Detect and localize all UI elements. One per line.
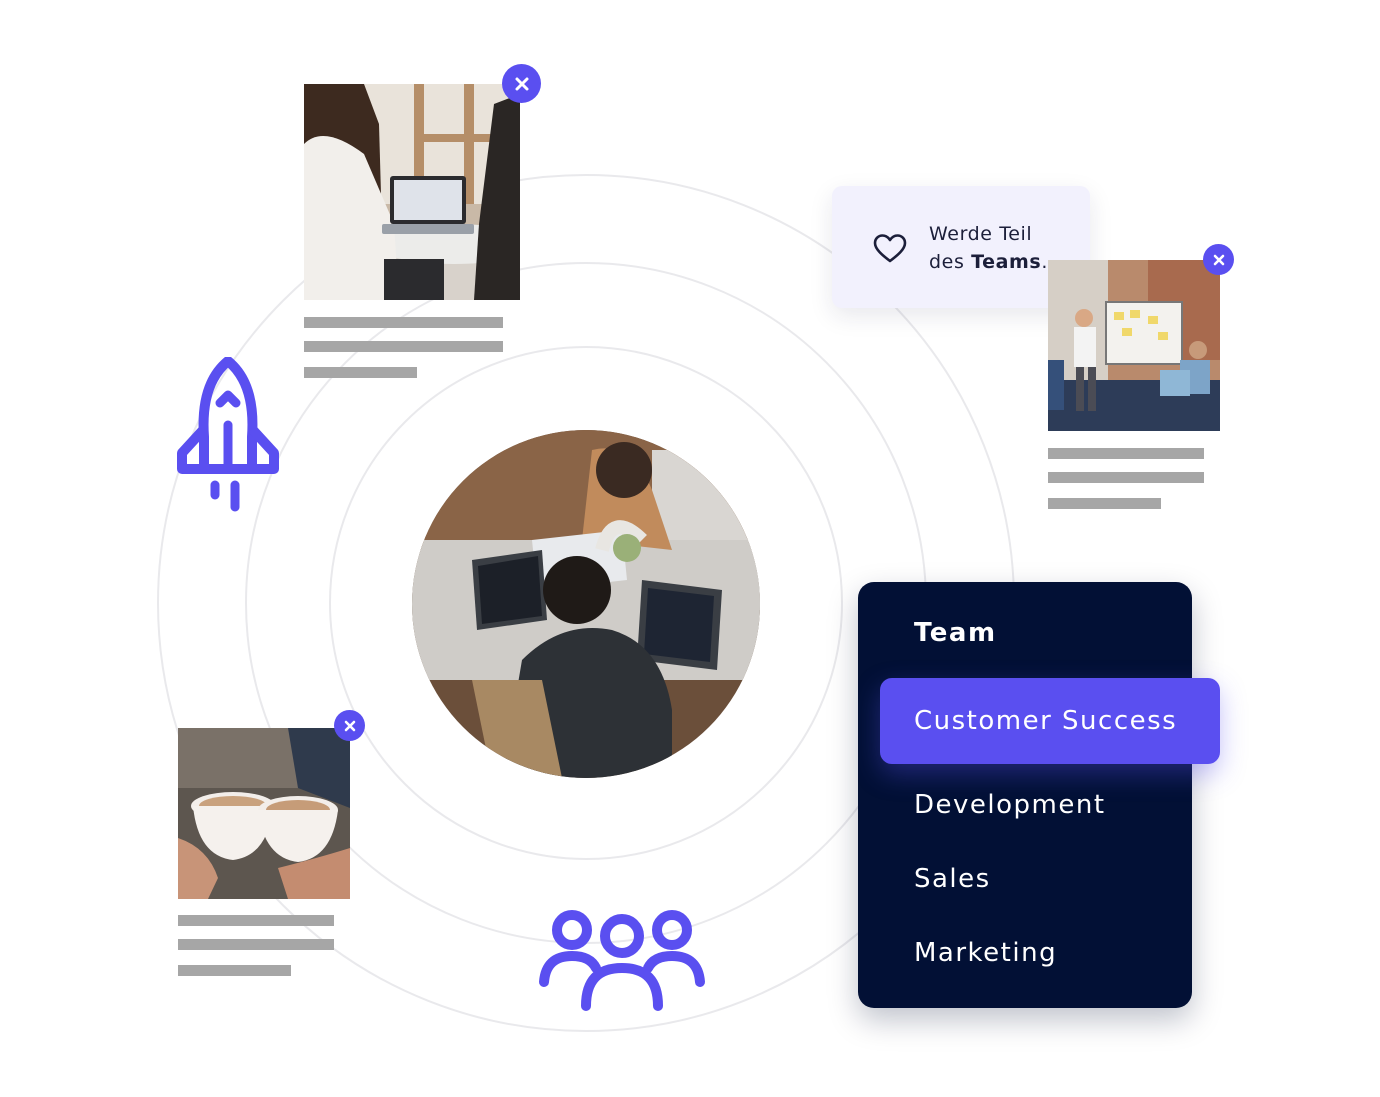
card-photo-whiteboard-meeting — [1048, 260, 1220, 431]
heart-icon — [873, 234, 907, 263]
menu-item-active-label: Customer Success — [914, 706, 1178, 736]
callout-text: Werde Teil des Teams. — [929, 220, 1048, 276]
placeholder-line — [1048, 448, 1204, 459]
rocket-icon — [177, 357, 279, 512]
placeholder-line — [178, 915, 334, 926]
callout-line-2-prefix: des — [929, 251, 972, 273]
card-photo-laptop-meeting — [304, 84, 520, 300]
callout-bold-word: Teams — [971, 251, 1042, 273]
menu-item-customer-success[interactable]: Customer Success — [880, 678, 1220, 764]
card-photo-coffee — [178, 728, 350, 899]
callout-line-2-suffix: . — [1041, 251, 1048, 273]
center-team-photo — [412, 430, 760, 778]
close-button-card-1[interactable] — [502, 64, 541, 103]
menu-title: Team — [914, 618, 997, 648]
menu-item-marketing[interactable]: Marketing — [914, 938, 1058, 968]
users-group-icon — [539, 910, 705, 1011]
close-icon — [344, 720, 355, 731]
placeholder-line — [304, 367, 417, 378]
team-menu: Team Development Sales Marketing — [858, 582, 1192, 1008]
menu-item-sales[interactable]: Sales — [914, 864, 991, 894]
placeholder-line — [1048, 498, 1161, 509]
callout-line-2: des Teams. — [929, 248, 1048, 276]
callout-line-1: Werde Teil — [929, 223, 1033, 245]
close-button-card-3[interactable] — [334, 710, 365, 741]
join-team-callout[interactable]: Werde Teil des Teams. — [832, 186, 1090, 308]
placeholder-line — [178, 939, 334, 950]
placeholder-line — [1048, 472, 1204, 483]
close-icon — [1213, 254, 1224, 265]
menu-item-development[interactable]: Development — [914, 790, 1106, 820]
close-icon — [515, 77, 528, 90]
close-button-card-2[interactable] — [1203, 244, 1234, 275]
placeholder-line — [304, 317, 503, 328]
placeholder-line — [304, 341, 503, 352]
placeholder-line — [178, 965, 291, 976]
